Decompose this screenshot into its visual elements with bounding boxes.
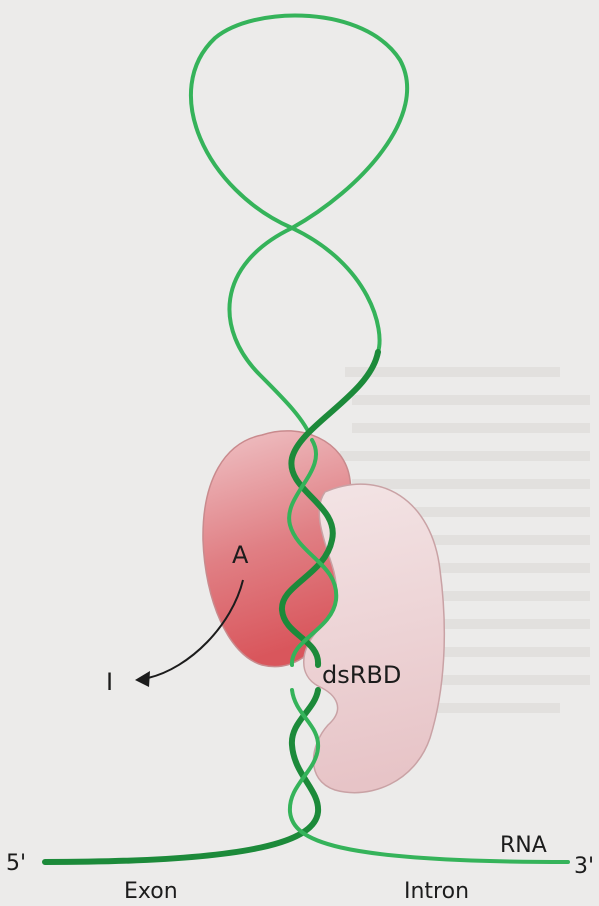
dsrbd-label: dsRBD: [322, 661, 401, 689]
dsrbd-domain: [304, 484, 445, 793]
inosine-label: I: [106, 668, 113, 696]
adenosine-label: A: [232, 541, 249, 569]
rna-label: RNA: [500, 833, 547, 858]
exon-label: Exon: [124, 879, 178, 904]
intron-label: Intron: [404, 879, 469, 904]
arrowhead-icon: [135, 671, 150, 687]
three-prime-label: 3': [574, 854, 594, 879]
five-prime-label: 5': [6, 851, 26, 876]
